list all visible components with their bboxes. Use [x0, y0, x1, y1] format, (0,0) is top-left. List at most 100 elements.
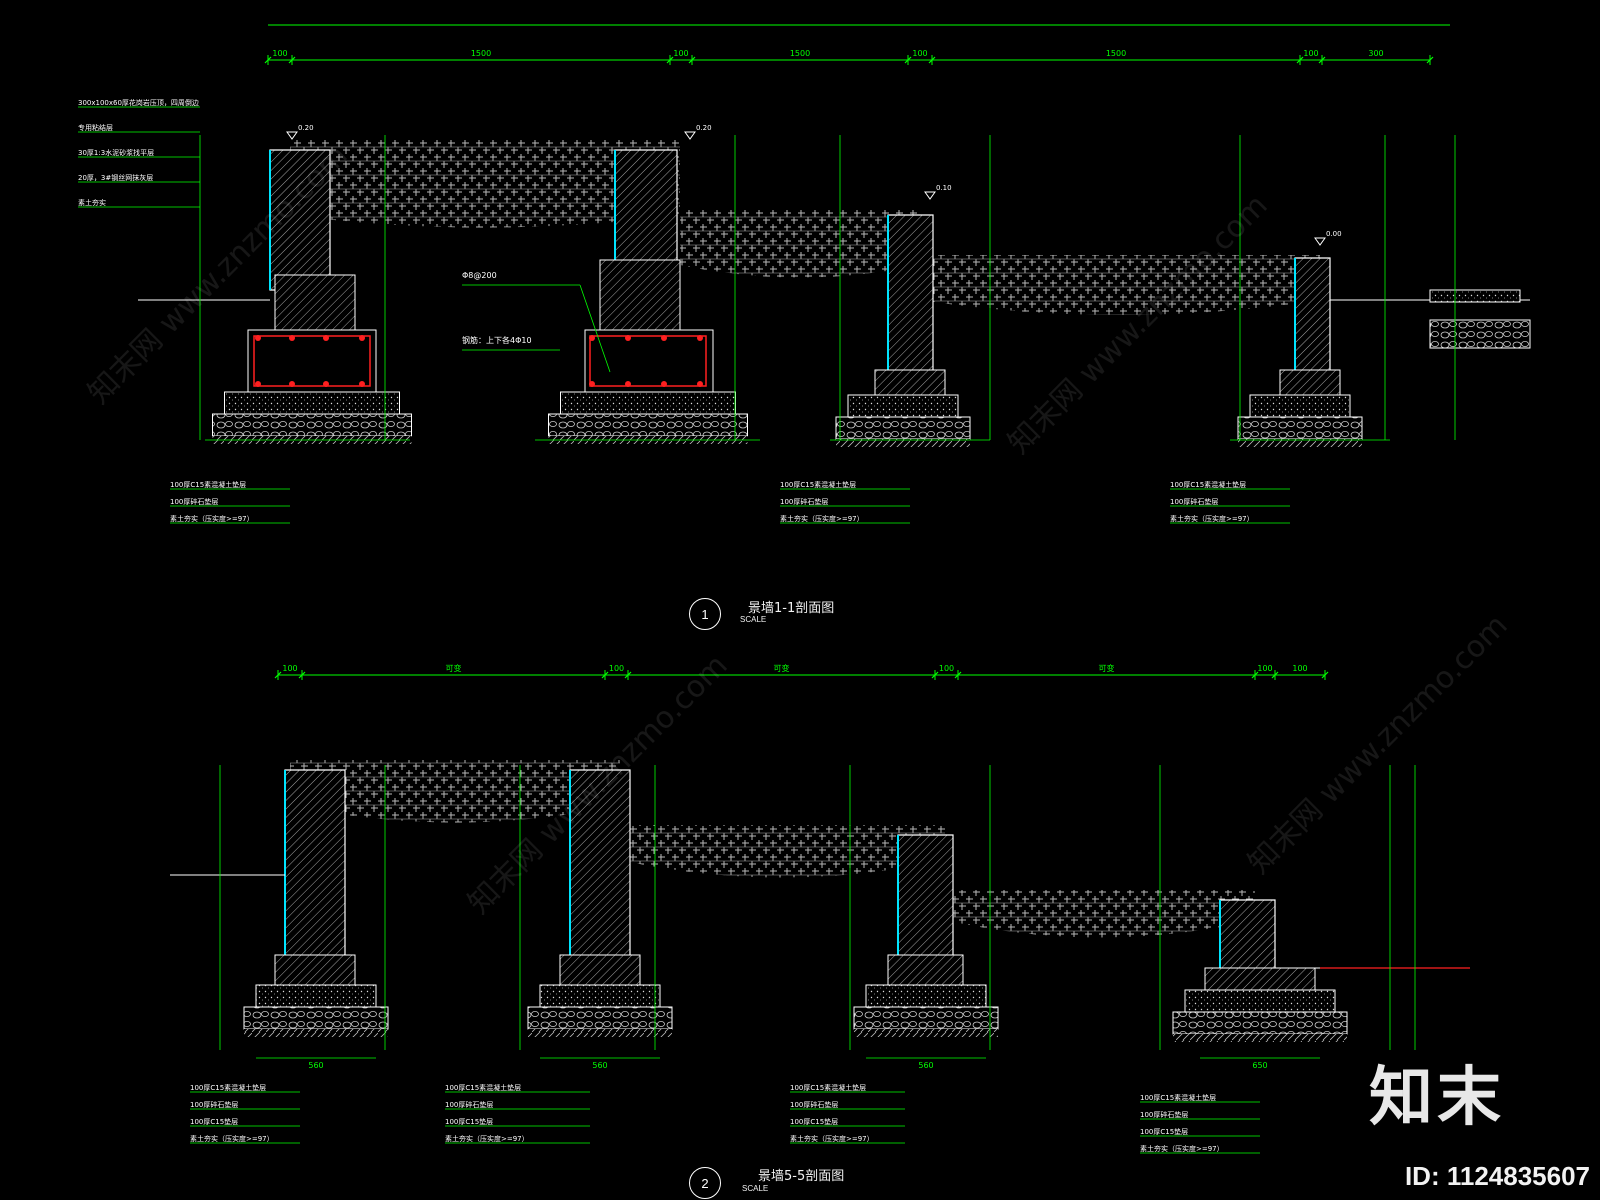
- soil-layer: [1238, 439, 1362, 447]
- annotation-text: 100厚C15素混凝土垫层: [780, 480, 856, 489]
- wall-body: [1204, 967, 1316, 991]
- dim-slash: [1296, 56, 1304, 64]
- gravel-layer: [1237, 416, 1363, 440]
- annotation-text: 100厚碎石垫层: [1140, 1110, 1188, 1119]
- rebar-stirrup: [589, 335, 707, 387]
- dim-text: 100: [609, 664, 624, 673]
- annotation-text: 30厚1:3水泥砂浆找平层: [78, 148, 154, 157]
- wall-body: [269, 149, 331, 291]
- annotation-text: 素土夯实（压实度>=97）: [790, 1134, 874, 1143]
- annotation-text: 100厚C15素混凝土垫层: [1170, 480, 1246, 489]
- section-number-circle: 2: [689, 1167, 721, 1199]
- annotation-text: 100厚C15素混凝土垫层: [190, 1083, 266, 1092]
- rebar-label: 钢筋：上下各4Φ10: [462, 335, 532, 345]
- wall-body: [887, 954, 964, 986]
- dim-slash: [931, 671, 939, 679]
- brand-logo: 知末: [1369, 1061, 1505, 1135]
- wall-body: [569, 769, 631, 961]
- dim-text: 100: [1292, 664, 1307, 673]
- gravel-layer: [1429, 319, 1531, 349]
- gravel-layer: [835, 416, 971, 440]
- dim-text: 100: [939, 664, 954, 673]
- concrete-pad: [255, 984, 377, 1008]
- leader-line: [579, 284, 611, 373]
- wall-body: [1219, 899, 1276, 971]
- dim-text: 100: [1303, 49, 1318, 58]
- annotation-text: 100厚C15素混凝土垫层: [445, 1083, 521, 1092]
- annotation-text: 素土夯实（压实度>=97）: [1170, 514, 1254, 523]
- earth-fill: [290, 760, 620, 823]
- dim-text: 可变: [446, 663, 462, 673]
- dim-slash: [624, 671, 632, 679]
- concrete-pad: [847, 394, 959, 418]
- earth-fill: [290, 140, 680, 228]
- dim-slash: [928, 56, 936, 64]
- annotation-text: 100厚C15垫层: [445, 1117, 493, 1126]
- dim-text: 560: [592, 1061, 607, 1070]
- dim-text: 1500: [1106, 49, 1126, 58]
- dim-text: 560: [918, 1061, 933, 1070]
- gravel-layer: [1172, 1011, 1348, 1035]
- annotation-text: 100厚碎石垫层: [445, 1100, 493, 1109]
- concrete-pad: [1249, 394, 1351, 418]
- annotation-text: 100厚C15素混凝土垫层: [790, 1083, 866, 1092]
- earth-fill: [620, 825, 945, 878]
- dim-text: 1500: [471, 49, 491, 58]
- elevation-text: 0.20: [298, 124, 314, 132]
- annotation-text: 100厚C15素混凝土垫层: [170, 480, 246, 489]
- annotation-text: 素土夯实（压实度>=97）: [190, 1134, 274, 1143]
- dim-slash: [1426, 56, 1434, 64]
- dim-slash: [1321, 671, 1329, 679]
- annotation-text: 100厚碎石垫层: [780, 497, 828, 506]
- gravel-layer: [212, 413, 412, 437]
- earth-fill: [920, 255, 1320, 315]
- beam-section: [247, 329, 377, 393]
- dim-text: 100: [912, 49, 927, 58]
- gravel-layer: [527, 1006, 673, 1030]
- soil-layer: [244, 1029, 388, 1037]
- dim-slash: [298, 671, 306, 679]
- elevation-marker: [286, 131, 298, 140]
- soil-layer: [528, 1029, 672, 1037]
- annotation-text: 100厚C15垫层: [1140, 1127, 1188, 1136]
- dim-text: 650: [1252, 1061, 1267, 1070]
- soil-layer: [1173, 1034, 1347, 1042]
- elevation-marker: [924, 191, 936, 200]
- concrete-pad: [539, 984, 661, 1008]
- dim-slash: [264, 56, 272, 64]
- annotation-text: 素土夯实（压实度>=97）: [780, 514, 864, 523]
- annotation-text: 100厚C15垫层: [190, 1117, 238, 1126]
- section-number-circle: 1: [689, 598, 721, 630]
- wall-body: [1279, 369, 1341, 396]
- dim-text: 100: [282, 664, 297, 673]
- wall-body: [599, 259, 681, 331]
- dim-slash: [688, 56, 696, 64]
- annotation-text: 100厚C15素混凝土垫层: [1140, 1093, 1216, 1102]
- soil-layer: [854, 1029, 998, 1037]
- wall-body: [887, 214, 934, 376]
- dim-text: 560: [308, 1061, 323, 1070]
- dim-slash: [666, 56, 674, 64]
- gravel-layer: [243, 1006, 389, 1030]
- annotation-text: 100厚碎石垫层: [790, 1100, 838, 1109]
- annotation-text: 专用粘结层: [78, 123, 113, 132]
- dim-text: 100: [272, 49, 287, 58]
- dim-slash: [904, 56, 912, 64]
- annotation-text: 100厚碎石垫层: [190, 1100, 238, 1109]
- annotation-text: 素土夯实（压实度>=97）: [170, 514, 254, 523]
- concrete-pad: [1184, 989, 1336, 1013]
- soil-layer: [836, 439, 970, 447]
- annotation-text: 100厚碎石垫层: [1170, 497, 1218, 506]
- earth-fill: [680, 210, 920, 278]
- dim-slash: [1251, 671, 1259, 679]
- wall-body: [874, 369, 946, 396]
- dim-text: 1500: [790, 49, 810, 58]
- wall-body: [274, 954, 356, 986]
- paving: [1429, 289, 1521, 303]
- wall-body: [897, 834, 954, 961]
- elevation-text: 0.10: [936, 184, 952, 192]
- rebar-label: Φ8@200: [462, 271, 497, 280]
